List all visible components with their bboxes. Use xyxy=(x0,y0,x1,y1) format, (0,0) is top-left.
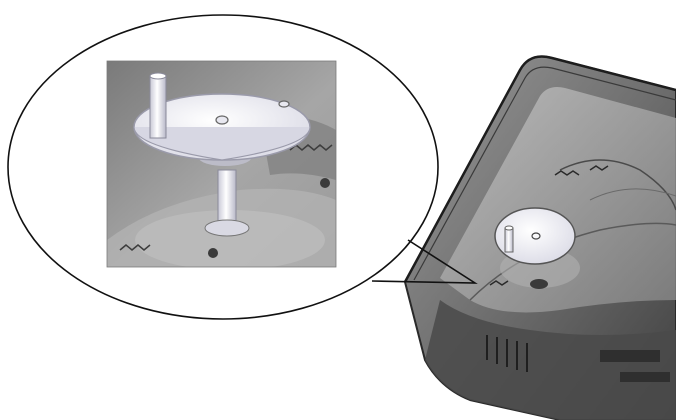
detail-callout xyxy=(7,14,439,320)
pin xyxy=(149,75,167,139)
housing xyxy=(403,55,676,420)
housing-rim xyxy=(403,55,676,283)
housing-front-wall xyxy=(425,300,676,420)
shaft xyxy=(217,169,237,229)
gear-disc-plate xyxy=(494,207,576,265)
gear-disc xyxy=(494,207,580,289)
magnified-view xyxy=(107,61,336,267)
vent-slots xyxy=(486,335,528,372)
housing-cavity xyxy=(440,87,676,313)
gear-disc-pin xyxy=(504,227,514,253)
callout-leader xyxy=(371,239,478,284)
